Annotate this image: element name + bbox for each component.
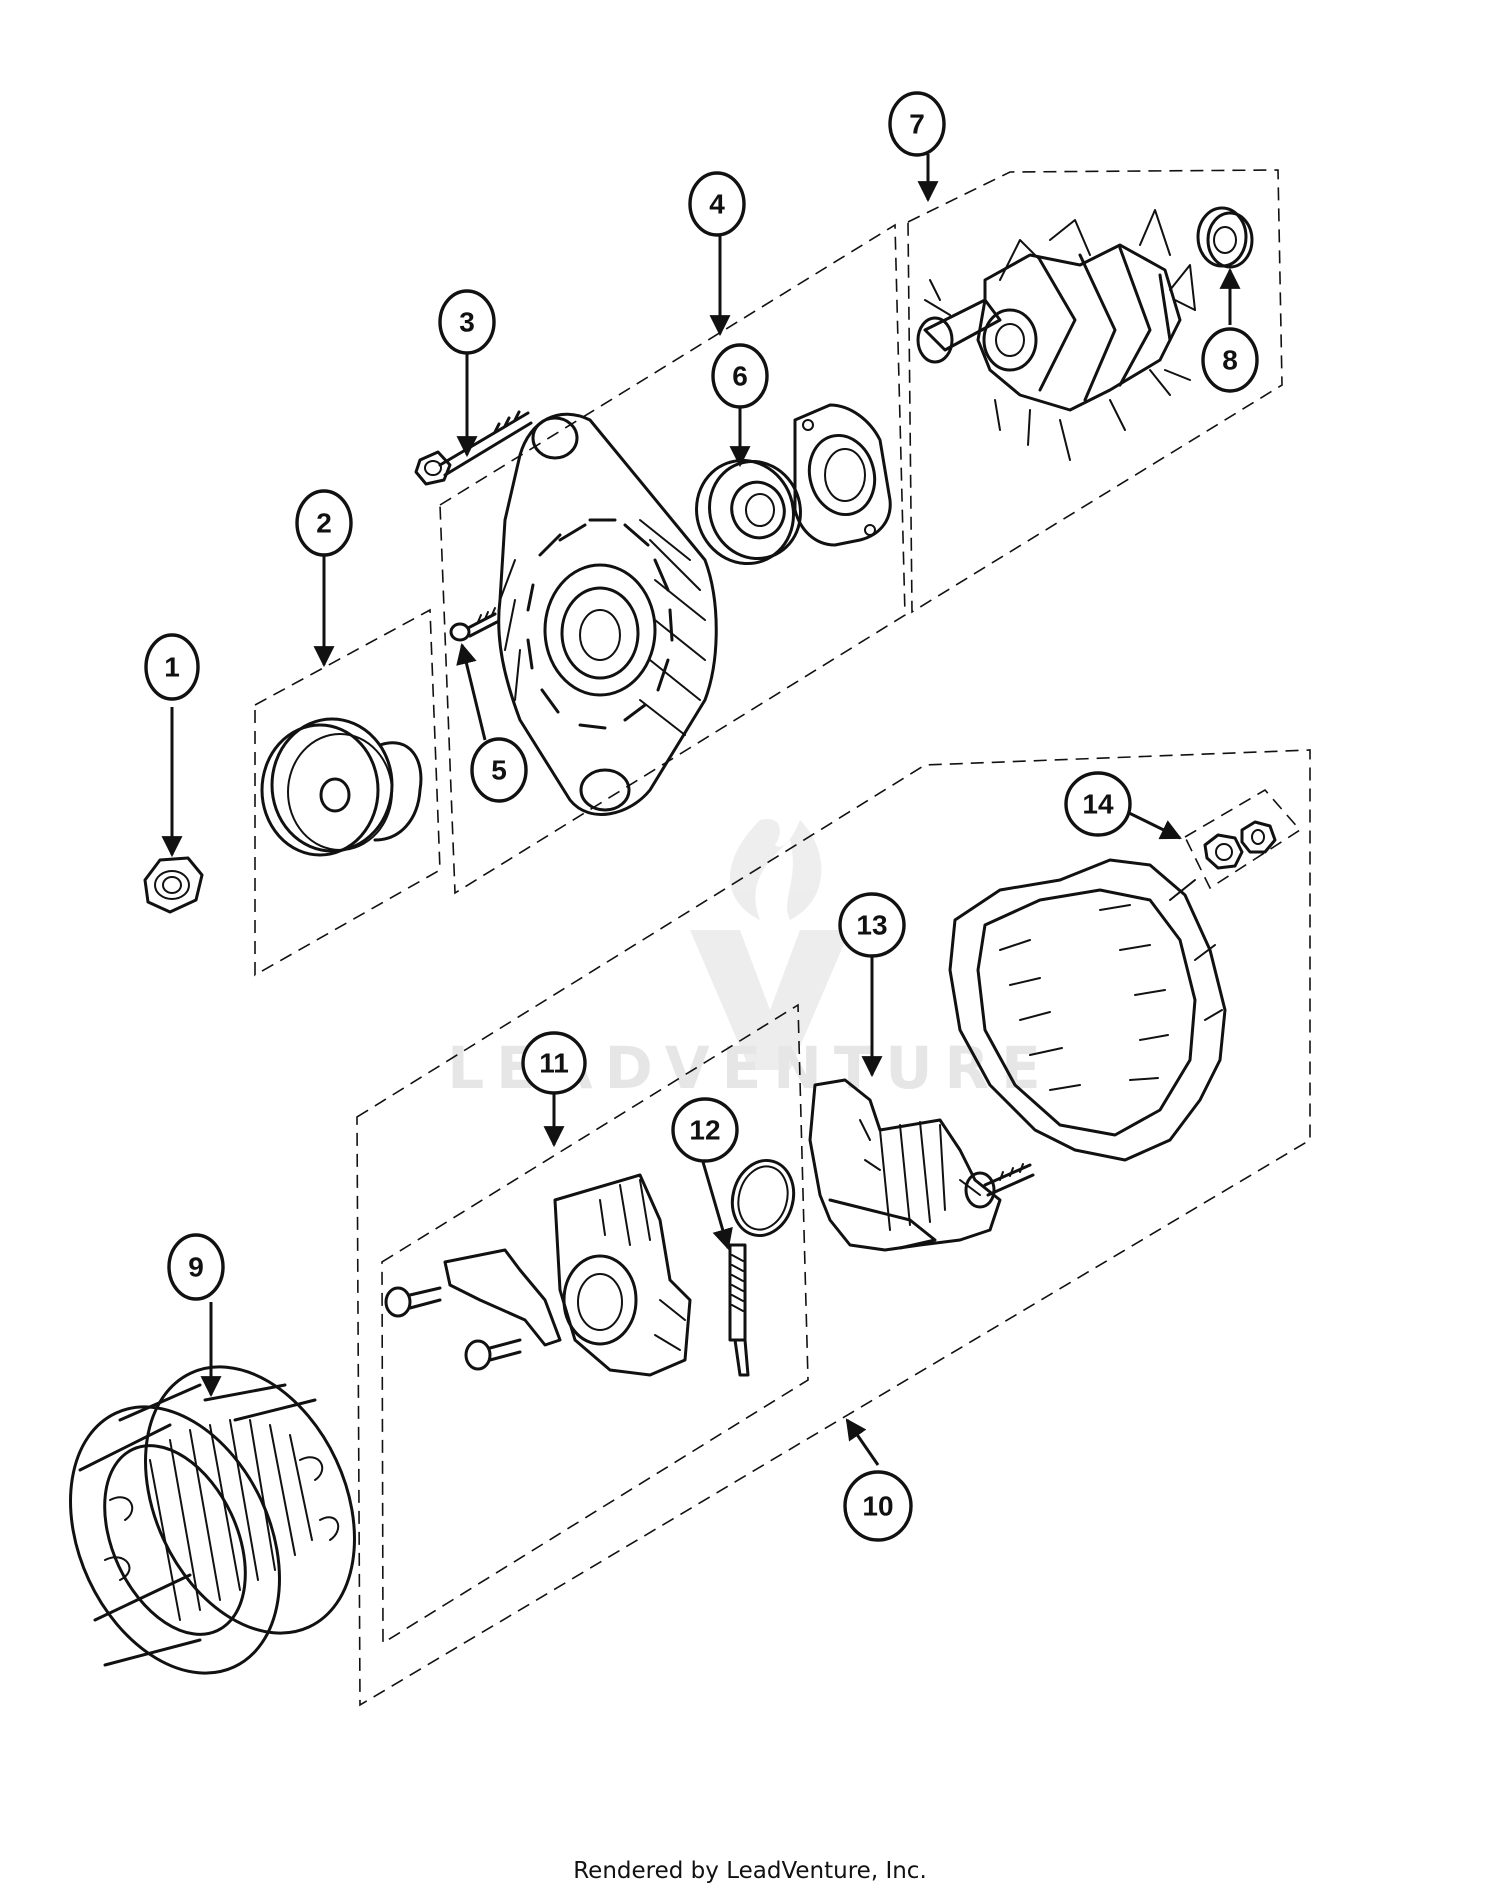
part-5-screw xyxy=(449,607,499,642)
callout-6: 6 xyxy=(711,343,769,409)
svg-text:9: 9 xyxy=(188,1252,204,1283)
callout-4: 4 xyxy=(688,171,746,237)
svg-text:8: 8 xyxy=(1222,345,1238,376)
part-11-regulator xyxy=(384,1173,692,1377)
part-2-pulley xyxy=(260,717,423,857)
footer-credit: Rendered by LeadVenture, Inc. xyxy=(573,1858,927,1884)
svg-text:13: 13 xyxy=(856,910,887,941)
svg-text:10: 10 xyxy=(862,1491,893,1522)
part-9-stator xyxy=(69,1365,356,1675)
callout-13: 13 xyxy=(838,892,906,958)
callout-2: 2 xyxy=(295,489,353,557)
group-outlines xyxy=(254,169,1311,1707)
part-3-bolt xyxy=(414,410,533,486)
callout-8: 8 xyxy=(1201,327,1259,393)
part-12-snap-ring xyxy=(730,1158,796,1238)
svg-text:7: 7 xyxy=(909,109,925,140)
part-10-rear-housing xyxy=(948,858,1227,1162)
part-7-rotor xyxy=(916,209,1196,461)
callout-11: 11 xyxy=(521,1031,587,1095)
part-4-front-housing xyxy=(497,412,718,816)
part-14-nuts xyxy=(1203,820,1277,870)
callout-3: 3 xyxy=(438,289,496,355)
svg-text:14: 14 xyxy=(1082,789,1114,820)
svg-text:11: 11 xyxy=(539,1048,569,1079)
svg-text:2: 2 xyxy=(316,508,332,539)
part-12-brush xyxy=(728,1243,750,1377)
svg-text:4: 4 xyxy=(709,189,725,220)
svg-text:1: 1 xyxy=(164,652,180,683)
callout-5: 5 xyxy=(470,737,528,803)
callout-7: 7 xyxy=(888,91,946,157)
svg-text:12: 12 xyxy=(689,1115,720,1146)
callout-9: 9 xyxy=(167,1233,225,1301)
part-6-bearing-retainer xyxy=(793,403,892,547)
callout-10: 10 xyxy=(843,1470,913,1542)
leader-lines xyxy=(161,154,1241,1466)
callout-12: 12 xyxy=(671,1097,739,1163)
svg-text:6: 6 xyxy=(732,361,748,392)
svg-text:5: 5 xyxy=(491,755,507,786)
part-8-rear-bearing xyxy=(1196,206,1254,269)
callout-1: 1 xyxy=(144,633,200,701)
callout-14: 14 xyxy=(1064,771,1132,837)
svg-text:3: 3 xyxy=(459,307,475,338)
part-13-rectifier xyxy=(808,1078,1035,1252)
part-1-nut xyxy=(143,856,204,914)
